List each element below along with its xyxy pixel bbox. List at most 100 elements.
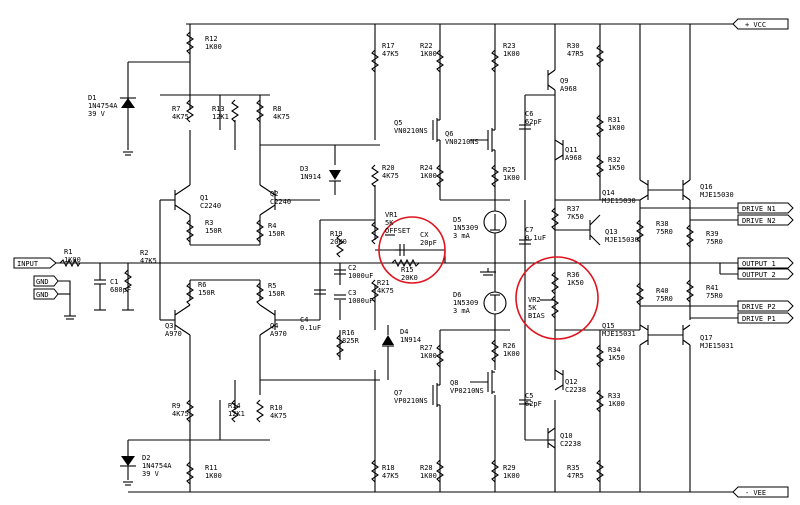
label-c5-1: 62pF xyxy=(525,400,542,408)
vas-wires xyxy=(524,24,640,492)
resistor-r18 xyxy=(371,459,379,483)
label-q4-1: A970 xyxy=(270,330,287,338)
label-r32-1: 1K50 xyxy=(608,164,625,172)
label-r1-0: R1 xyxy=(64,248,72,256)
mosfet-q6 xyxy=(470,128,495,152)
label-q14-0: Q14 xyxy=(602,189,615,197)
label-r10-0: R10 xyxy=(270,404,283,412)
resistor-r34 xyxy=(596,344,604,368)
label-r39-1: 75R0 xyxy=(706,238,723,246)
label-r6-1: 150R xyxy=(198,289,216,297)
capacitor-cx xyxy=(395,244,430,256)
output2-label: OUTPUT 2 xyxy=(742,271,776,279)
label-q7-0: Q7 xyxy=(394,389,402,397)
label-d2-2: 39 V xyxy=(142,470,160,478)
label-q3-0: Q3 xyxy=(165,322,173,330)
label-r4-0: R4 xyxy=(268,222,276,230)
capacitor-c4 xyxy=(314,289,326,295)
vee-label: - VEE xyxy=(745,489,766,497)
label-c2-0: C2 xyxy=(348,264,356,272)
label-cx-1: 20pF xyxy=(420,239,437,247)
label-r38-0: R38 xyxy=(656,220,669,228)
label-q15-1: MJE15031 xyxy=(602,330,636,338)
label-vr2-0: VR2 xyxy=(528,296,541,304)
transistor-q16 xyxy=(648,179,691,201)
label-r21-0: R21 xyxy=(377,279,390,287)
output2-port: OUTPUT 2 xyxy=(737,268,794,280)
label-r19-1: 20K0 xyxy=(330,238,347,246)
label-c2-1: 1000uF xyxy=(348,272,373,280)
label-d2-0: D2 xyxy=(142,454,150,462)
label-r34-1: 1K50 xyxy=(608,354,625,362)
vcc-label: + VCC xyxy=(745,21,766,29)
resistor-r21 xyxy=(371,279,379,303)
mosfet-q5 xyxy=(432,118,441,160)
transistor-q14 xyxy=(639,179,649,201)
label-r20-0: R20 xyxy=(382,164,395,172)
label-d5-1: 1N5309 xyxy=(453,224,478,232)
label-r40-0: R40 xyxy=(656,287,669,295)
capacitor-c7 xyxy=(519,239,531,245)
resistor-r27 xyxy=(436,344,444,368)
transistor-q3 xyxy=(174,304,191,336)
resistor-r9 xyxy=(186,399,194,423)
transistor-q10 xyxy=(547,427,556,449)
diode-d3 xyxy=(329,145,341,195)
gnd-port-2: GND xyxy=(33,288,59,300)
label-r8-0: R8 xyxy=(273,105,281,113)
label-q14-1: MJE15030 xyxy=(602,197,636,205)
drive-n2-label: DRIVE N2 xyxy=(742,217,776,225)
drive-p1-port: DRIVE P1 xyxy=(737,312,794,324)
label-r37-1: 7K50 xyxy=(567,213,584,221)
resistor-r26 xyxy=(491,339,499,363)
label-r25-1: 1K00 xyxy=(503,174,520,182)
label-r32-0: R32 xyxy=(608,156,621,164)
resistor-r22 xyxy=(436,49,444,73)
label-r2-1: 47K5 xyxy=(140,257,157,265)
label-q8-1: VP0210NS xyxy=(450,387,484,395)
label-r35-1: 47R5 xyxy=(567,472,584,480)
resistor-r8 xyxy=(256,99,264,123)
label-r36-1: 1K50 xyxy=(567,279,584,287)
label-q17-1: MJE15031 xyxy=(700,342,734,350)
label-r2-0: R2 xyxy=(140,249,148,257)
label-r14-0: R14 xyxy=(228,402,241,410)
label-d6-0: D6 xyxy=(453,291,461,299)
label-q16-0: Q16 xyxy=(700,183,713,191)
transistor-q1 xyxy=(174,180,191,216)
label-r16-1: 825R xyxy=(342,337,360,345)
label-r9-0: R9 xyxy=(172,402,180,410)
label-r31-0: R31 xyxy=(608,116,621,124)
label-r20-1: 4K75 xyxy=(382,172,399,180)
label-vr1-1: 5K xyxy=(385,219,394,227)
label-d3-0: D3 xyxy=(300,165,308,173)
resistor-r29 xyxy=(491,459,499,483)
resistor-r12 xyxy=(186,31,194,55)
resistor-r41 xyxy=(686,279,694,303)
label-vr2-1: 5K xyxy=(528,304,537,312)
capacitor-c5 xyxy=(519,399,531,405)
resistor-r3 xyxy=(186,219,194,243)
label-r14-1: 12K1 xyxy=(228,410,245,418)
capacitor-c1 xyxy=(94,279,106,292)
resistor-r20 xyxy=(371,164,379,188)
resistor-r5 xyxy=(256,282,264,306)
label-r25-0: R25 xyxy=(503,166,516,174)
label-r7-0: R7 xyxy=(172,105,180,113)
label-r4-1: 150R xyxy=(268,230,286,238)
label-d1-0: D1 xyxy=(88,94,96,102)
resistor-r13 xyxy=(231,99,239,123)
label-r28-0: R28 xyxy=(420,464,433,472)
resistor-r35 xyxy=(596,459,604,483)
pot-vr1 xyxy=(371,221,379,245)
label-c6-1: 62pF xyxy=(525,118,542,126)
label-vr1-0: VR1 xyxy=(385,211,398,219)
label-d4-0: D4 xyxy=(400,328,408,336)
label-r17-0: R17 xyxy=(382,42,395,50)
transistor-q2 xyxy=(259,180,320,216)
label-r37-0: R37 xyxy=(567,205,580,213)
label-c7-1: 0.1uF xyxy=(525,234,546,242)
resistor-r39 xyxy=(686,224,694,248)
label-q8-0: Q8 xyxy=(450,379,458,387)
label-r27-0: R27 xyxy=(420,344,433,352)
